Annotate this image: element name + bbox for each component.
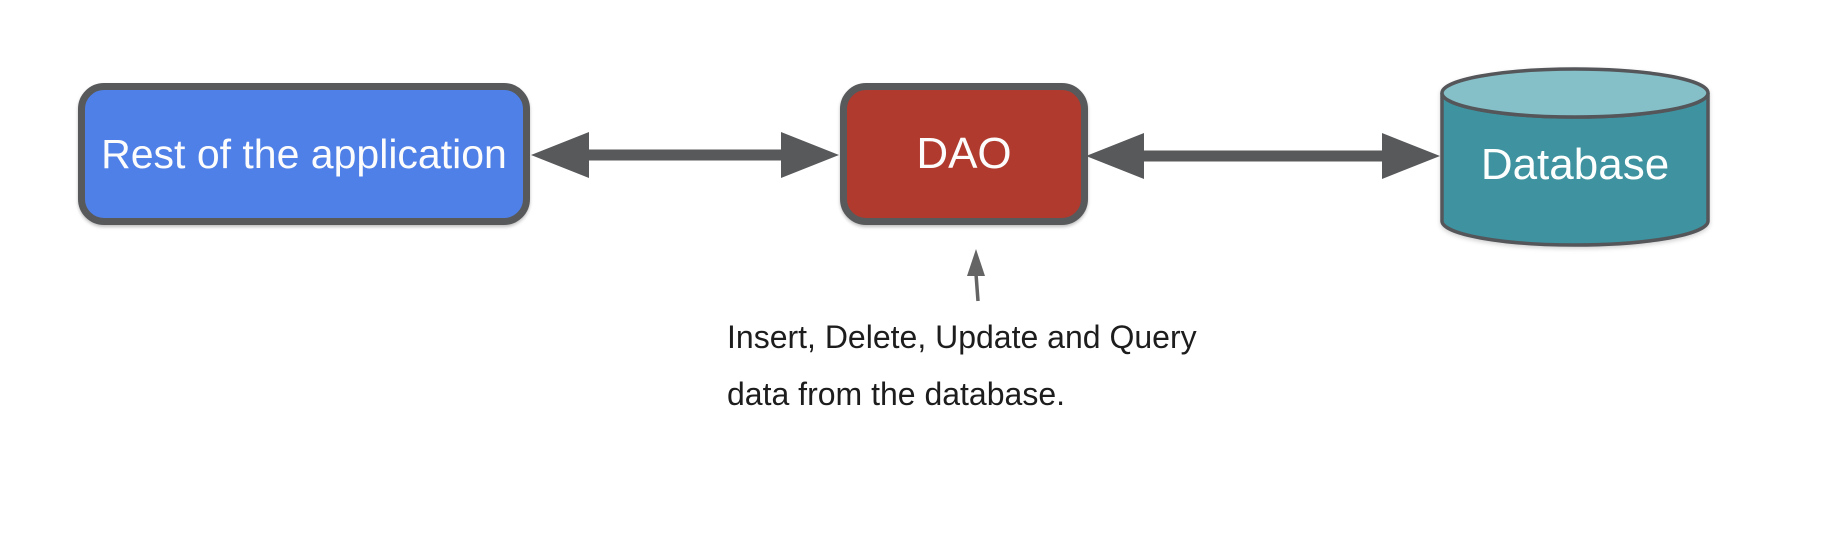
up-arrow-shaft: [974, 273, 980, 302]
cylinder-top: [1440, 67, 1710, 119]
rest-of-application-label: Rest of the application: [101, 130, 507, 177]
annotation-line-2: data from the database.: [727, 376, 1065, 412]
double-arrow-dao-database-icon: [1086, 133, 1440, 179]
node-dao: DAO: [840, 83, 1088, 225]
annotation-up-arrow-icon: [967, 249, 985, 302]
annotation-line-1: Insert, Delete, Update and Query: [727, 319, 1197, 355]
up-arrow-head: [967, 249, 985, 276]
double-arrow-shape: [531, 132, 839, 178]
double-arrow-shape: [1086, 133, 1440, 179]
dao-label: DAO: [916, 129, 1012, 178]
node-rest-of-application: Rest of the application: [78, 83, 530, 225]
double-arrow-app-dao-icon: [531, 132, 839, 178]
database-cylinder-icon: [1440, 67, 1710, 247]
database-label: Database: [1480, 140, 1670, 189]
node-database: Database: [1439, 65, 1711, 251]
annotation-text: Insert, Delete, Update and Query data fr…: [727, 309, 1197, 423]
